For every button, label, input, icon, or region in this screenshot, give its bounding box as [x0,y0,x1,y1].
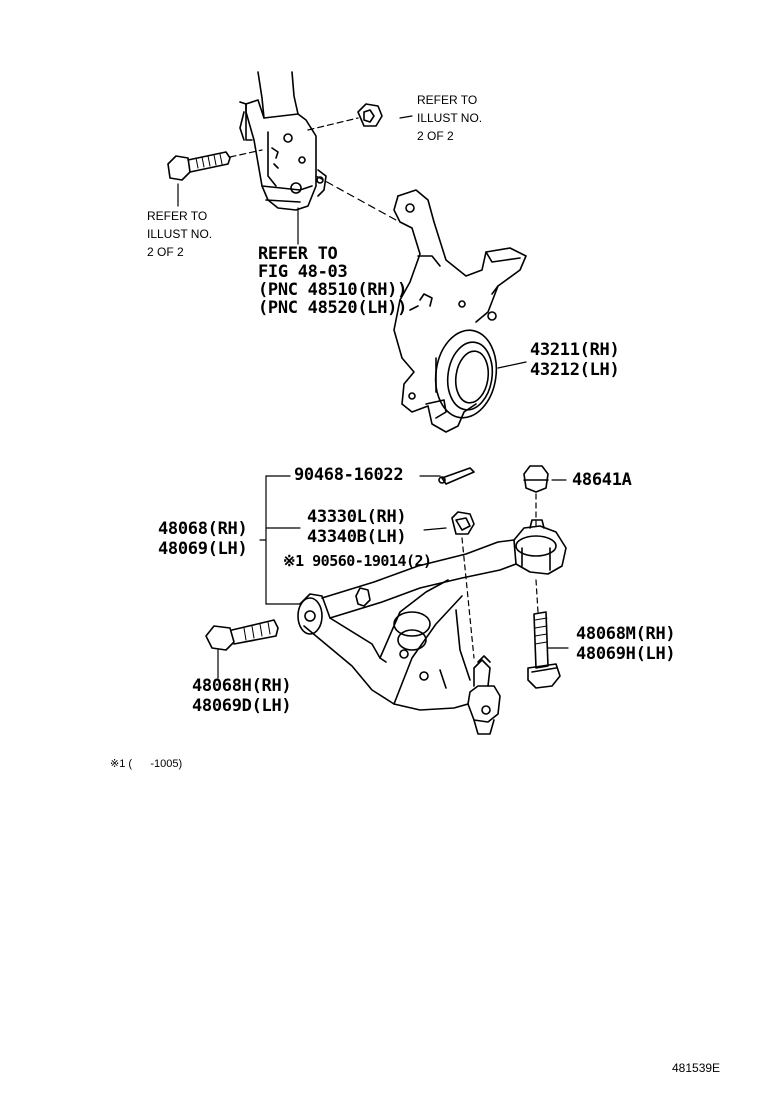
refer-fig-line3: (PNC 48510(RH)) [258,280,408,300]
refer-nut-label: REFER TO ILLUST NO. 2 OF 2 [417,94,482,148]
strut-assembly [239,71,327,211]
strut-nut-part [357,103,383,127]
refer-bolt-label: REFER TO ILLUST NO. 2 OF 2 [147,210,212,264]
small-nut-part [355,587,371,607]
lower-arm-part [297,519,567,735]
part-48068-label[interactable]: 48068(RH) 48069(LH) [158,519,248,561]
refer-fig-line4: (PNC 48520(LH)) [258,298,408,318]
part-90560-label[interactable]: ※1 90560-19014(2) [283,554,432,569]
arm-lh: 48069(LH) [158,539,248,559]
front-bolt-part [205,619,279,651]
footnote-text: ※1 ( -1005) [110,758,183,770]
refer-nut-line3: 2 OF 2 [417,129,454,143]
refer-nut-line2: ILLUST NO. [417,111,483,125]
knuckle-rh: 43211(RH) [530,340,620,360]
bolt-right-lh: 48069H(LH) [576,644,676,664]
figure-id: 481539E [672,1062,720,1074]
part-90468-label[interactable]: 90468-16022 [294,465,404,485]
rear-bolt-part [527,611,561,689]
part-48068h-label[interactable]: 48068H(RH) 48069D(LH) [192,676,292,718]
refer-fig-line2: FIG 48-03 [258,262,348,282]
part-48641a-label[interactable]: 48641A [572,472,632,489]
bolt-left-rh: 48068H(RH) [192,676,292,696]
part-48068m-label[interactable]: 48068M(RH) 48069H(LH) [576,624,676,666]
footnote: ※1 ( -1005) [110,759,182,770]
strut-bolt-part [167,151,231,207]
steering-knuckle-part [393,189,527,433]
small-nut-number: ※1 90560-19014(2) [283,552,432,570]
ball-joint-rh: 43330L(RH) [307,507,407,527]
castle-nut-part [523,465,549,493]
refer-bolt-line3: 2 OF 2 [147,245,184,259]
refer-fig-line1: REFER TO [258,244,338,264]
figure-id-text: 481539E [672,1061,721,1075]
knuckle-lh: 43212(LH) [530,360,620,380]
part-43211-label[interactable]: 43211(RH) 43212(LH) [530,340,620,382]
refer-bolt-line1: REFER TO [147,209,208,223]
ball-joint-lh: 43340B(LH) [307,527,407,547]
leader-bracket [217,475,569,679]
arm-rh: 48068(RH) [158,519,248,539]
refer-nut-line1: REFER TO [417,93,478,107]
nut-a-number: 48641A [572,470,632,490]
ball-joint-nut-part [451,511,475,535]
bolt-right-rh: 48068M(RH) [576,624,676,644]
part-43330l-label[interactable]: 43330L(RH) 43340B(LH) [307,507,407,549]
bolt-left-lh: 48069D(LH) [192,696,292,716]
refer-fig-link[interactable]: REFER TO FIG 48-03 (PNC 48510(RH)) (PNC … [258,246,407,318]
cotter-pin-number: 90468-16022 [294,465,404,485]
cotter-pin-part [438,467,475,485]
refer-bolt-line2: ILLUST NO. [147,227,213,241]
